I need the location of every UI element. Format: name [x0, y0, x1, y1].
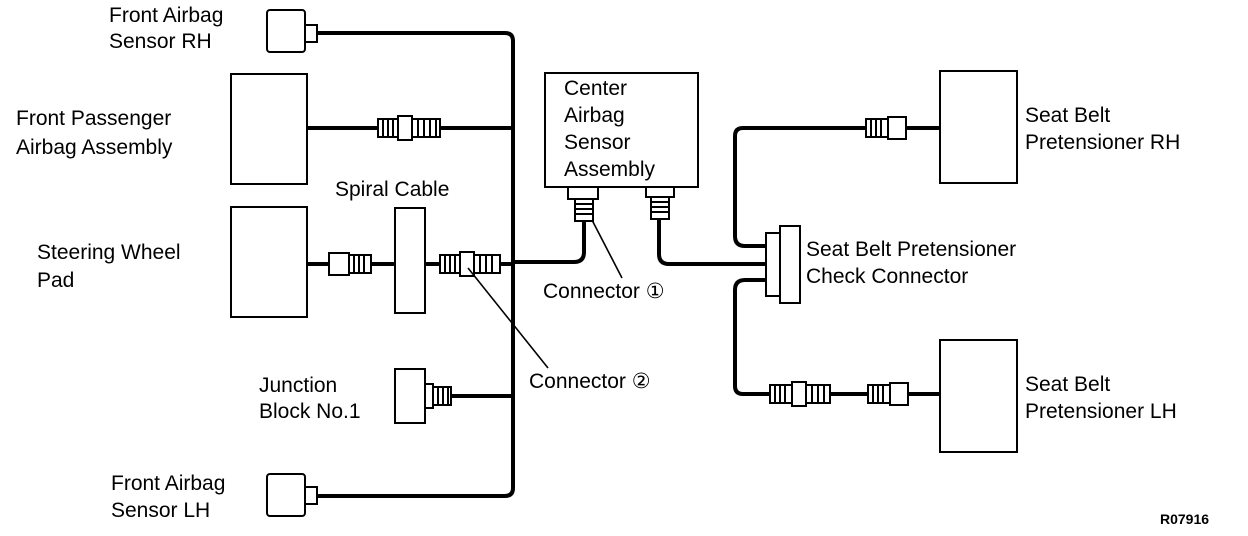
connector-1-part — [567, 186, 599, 222]
front-airbag-sensor-rh-label: Front Airbag Sensor RH — [109, 4, 229, 53]
seat-belt-pretensioner-rh-box — [939, 70, 1018, 184]
check-connector-plate — [779, 225, 801, 304]
center-airbag-sensor-box — [544, 72, 699, 188]
pretensioner-rh-wire — [733, 126, 942, 248]
connector-1-leader — [591, 219, 623, 279]
passenger-airbag-connector — [377, 115, 441, 141]
pretensioner-rh-connector — [865, 116, 907, 140]
front-airbag-sensor-lh-box — [266, 473, 306, 517]
front-passenger-airbag-box — [230, 73, 308, 185]
connector-2-leader — [467, 267, 549, 369]
front-airbag-sensor-rh-box — [266, 9, 306, 53]
connector-1-label: Connector ① — [543, 280, 665, 303]
seat-belt-pretensioner-lh-label: Seat Belt Pretensioner LH — [1025, 373, 1177, 423]
seat-belt-pretensioner-rh-label: Seat Belt Pretensioner RH — [1025, 104, 1180, 154]
steering-wheel-pad-box — [230, 206, 308, 318]
center-sensor-wire — [511, 216, 586, 264]
seat-belt-pretensioner-lh-box — [939, 339, 1018, 453]
junction-block-label: Junction Block No.1 — [259, 374, 361, 423]
pretensioner-lh-wire — [733, 278, 942, 396]
check-connector-label: Seat Belt Pretensioner Check Connector — [806, 238, 1022, 288]
front-passenger-airbag-label: Front Passenger Airbag Assembly — [16, 107, 177, 159]
connector-2-label: Connector ② — [529, 370, 651, 393]
spiral-cable-label: Spiral Cable — [335, 178, 449, 201]
pretensioner-main-wire — [657, 216, 770, 266]
junction-block-connector — [424, 383, 452, 409]
junction-block-box — [394, 368, 426, 424]
figure-code: R07916 — [1160, 511, 1209, 527]
steering-pad-connector — [328, 252, 372, 276]
steering-wheel-pad-label: Steering Wheel Pad — [37, 241, 186, 292]
sensor-rh-plug — [304, 24, 318, 43]
connector-2-part — [439, 251, 501, 277]
pretensioner-lh-connector — [867, 382, 909, 406]
front-airbag-sensor-lh-label: Front Airbag Sensor LH — [111, 472, 231, 522]
check-connector-body — [765, 232, 781, 297]
sensor-lh-plug — [304, 486, 318, 505]
center-airbag-sensor-label: Center Airbag Sensor Assembly — [564, 77, 656, 181]
center-sensor-right-connector — [645, 186, 675, 220]
spiral-cable-box — [394, 207, 426, 314]
pretensioner-lh-inline-connector — [769, 381, 831, 407]
